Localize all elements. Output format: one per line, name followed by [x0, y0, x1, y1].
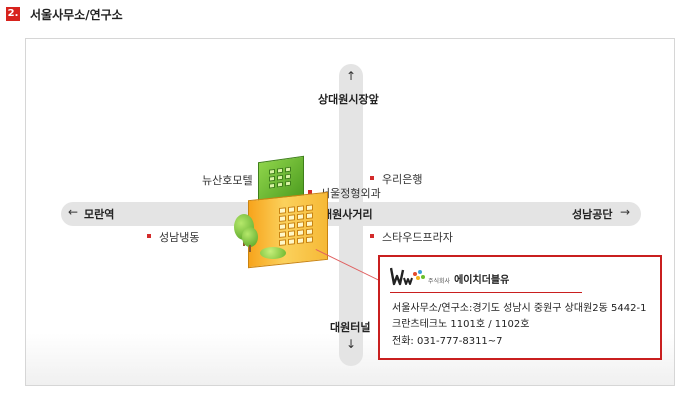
- landmark-marker: [147, 234, 151, 238]
- landmark-plaza: 스타우드프라자: [382, 231, 453, 244]
- company-logo: 주식회사 에이치더블유: [390, 266, 509, 288]
- logo-divider: [390, 292, 582, 293]
- left-road-label: 모란역: [84, 208, 115, 221]
- arrow-down-icon: ↓: [346, 337, 357, 351]
- company-name: 에이치더블유: [454, 275, 510, 286]
- landmark-bank: 우리은행: [382, 173, 423, 186]
- intersection-label: 대원사거리: [322, 208, 373, 221]
- address-line-2: 크란츠테크노 1101호 / 1102호: [392, 319, 530, 330]
- shrub-icon: [260, 247, 286, 259]
- tree-icon: [242, 227, 258, 247]
- arrow-right-icon: →: [620, 205, 631, 219]
- section-number-badge: 2.: [6, 7, 20, 21]
- bottom-road-label: 대원터널: [330, 321, 371, 334]
- arrow-left-icon: ←: [68, 205, 79, 219]
- landmark-marker: [370, 234, 374, 238]
- section-title: 서울사무소/연구소: [30, 7, 123, 22]
- phone-number: 전화: 031-777-8311~7: [392, 336, 503, 347]
- landmark-marker: [308, 190, 312, 194]
- building-orange-block: [248, 191, 328, 269]
- right-road-label: 성남공단: [572, 208, 613, 221]
- section-header: 2. 서울사무소/연구소: [6, 4, 123, 24]
- location-map: ↑ 상대원시장앞 대원터널 ↓ ← 모란역 성남공단 → 대원사거리 뉴산호모텔…: [25, 38, 675, 386]
- landmark-factory: 성남냉동: [159, 231, 200, 244]
- landmark-motel: 뉴산호모텔: [202, 174, 253, 187]
- landmark-clinic: 서울정형외과: [320, 187, 381, 200]
- arrow-up-icon: ↑: [346, 69, 357, 83]
- address-line-1: 서울사무소/연구소:경기도 성남시 중원구 상대원2동 5442-1: [392, 303, 647, 314]
- top-road-label: 상대원시장앞: [318, 93, 379, 106]
- hw-logo-icon: [390, 267, 425, 286]
- landmark-marker: [370, 176, 374, 180]
- company-tag: 주식회사: [428, 278, 451, 285]
- vertical-road: [339, 64, 363, 366]
- company-info-box: 주식회사 에이치더블유 서울사무소/연구소:경기도 성남시 중원구 상대원2동 …: [378, 255, 662, 360]
